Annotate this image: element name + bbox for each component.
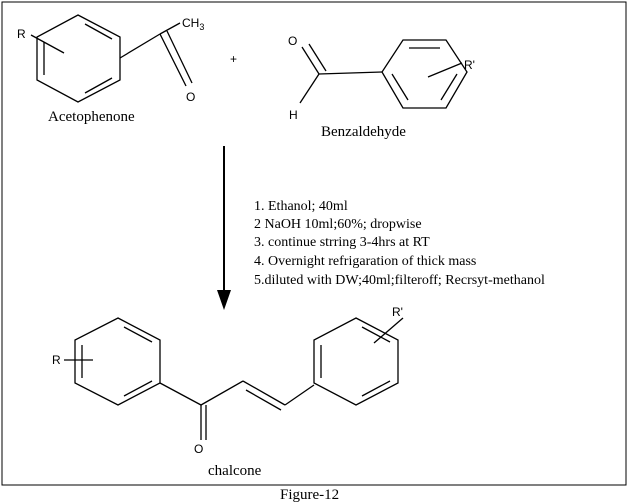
benzaldehyde-name: Benzaldehyde bbox=[321, 124, 406, 140]
acetophenone-methyl-label: CH3 bbox=[182, 16, 204, 32]
benzaldehyde-structure: O H R' bbox=[288, 34, 475, 122]
acetophenone-name: Acetophenone bbox=[48, 109, 135, 125]
condition-step-1: 1. Ethanol; 40ml bbox=[254, 199, 348, 214]
chalcone-r-label: R bbox=[52, 353, 61, 367]
chalcone-structure: R R' O bbox=[52, 305, 404, 456]
condition-step-4: 4. Overnight refrigaration of thick mass bbox=[254, 254, 476, 269]
acetophenone-structure: R CH3 O bbox=[17, 14, 204, 104]
condition-step-3: 3. continue strring 3-4hrs at RT bbox=[254, 235, 430, 250]
reaction-conditions: 1. Ethanol; 40ml 2 NaOH 10ml;60%; dropwi… bbox=[254, 199, 545, 288]
figure-caption: Figure-12 bbox=[280, 487, 339, 502]
benzaldehyde-hydrogen-label: H bbox=[289, 108, 298, 122]
plus-sign: + bbox=[230, 52, 237, 66]
acetophenone-oxygen-label: O bbox=[186, 90, 195, 104]
benzaldehyde-r-prime-label: R' bbox=[464, 58, 475, 72]
chalcone-name: chalcone bbox=[208, 463, 262, 479]
condition-step-5: 5.diluted with DW;40ml;filteroff; Recrsy… bbox=[254, 273, 545, 288]
benzaldehyde-oxygen-label: O bbox=[288, 34, 297, 48]
figure-frame bbox=[1, 1, 627, 486]
reaction-arrow-head bbox=[217, 290, 231, 310]
acetophenone-r-label: R bbox=[17, 27, 26, 41]
chalcone-oxygen-label: O bbox=[194, 442, 203, 456]
chalcone-r-prime-label: R' bbox=[392, 305, 403, 319]
condition-step-2: 2 NaOH 10ml;60%; dropwise bbox=[254, 217, 422, 232]
